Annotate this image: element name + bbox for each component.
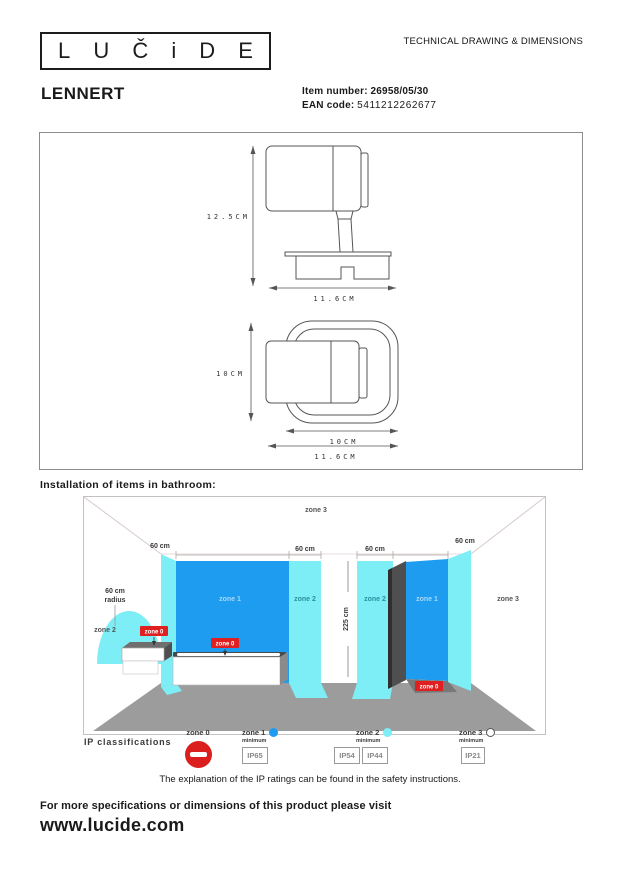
item-number-label: Item number: — [302, 86, 368, 97]
ip-rating-box: IP54 — [334, 747, 360, 764]
ip-zone3-group: zone 3 minimum IP21 — [459, 728, 496, 764]
60cm-brackets — [175, 551, 449, 559]
ip-zone2-minimum: minimum — [356, 738, 381, 744]
no-entry-icon — [184, 741, 212, 768]
product-identifiers: Item number: 26958/05/30 EAN code: 54112… — [302, 85, 437, 113]
radius-label-line2: radius — [104, 597, 125, 604]
logo-letter: E — [238, 38, 253, 63]
lamp-stem — [337, 218, 354, 253]
height-dim-label: 225 cm — [343, 607, 350, 631]
technical-drawing-svg: 12.5CM 11.6CM 10CM 10CM 11.6CM — [207, 145, 399, 461]
shower-zone2-label: zone 2 — [364, 596, 386, 603]
60cm-label-right: 60 cm — [455, 538, 475, 545]
dim-inner-width-top: 10CM — [330, 438, 359, 446]
ean-label: EAN code: — [302, 100, 355, 111]
ip-zone1-minimum: minimum — [242, 738, 267, 744]
ip-classifications-label: IP classifications — [84, 737, 172, 747]
mount-plate — [284, 251, 392, 257]
dim-height-side: 12.5CM — [207, 213, 250, 221]
item-number-value: 26958/05/30 — [370, 86, 429, 97]
bathroom-zones-svg: 225 cm — [83, 496, 546, 731]
mount-base — [295, 256, 390, 280]
ip-zone3-name: zone 3 — [459, 728, 483, 737]
spotlight-side-view — [265, 145, 392, 280]
top-view-dimensions: 10CM 10CM 11.6CM — [216, 323, 398, 461]
side-view-dimensions: 12.5CM 11.6CM — [207, 146, 396, 303]
bathroom-zones-figure: 225 cm — [83, 496, 546, 735]
right-zone3-label: zone 3 — [497, 596, 519, 603]
dim-width-side: 11.6CM — [313, 295, 356, 303]
ceiling-zone3-label: zone 3 — [305, 507, 327, 514]
ip-zone0-group: zone 0 — [180, 728, 216, 768]
ip-rating-box: IP44 — [362, 747, 388, 764]
footer-text: For more specifications or dimensions of… — [40, 800, 392, 812]
bathroom-section-title: Installation of items in bathroom: — [40, 479, 216, 491]
bathtub-zone1-label: zone 1 — [219, 596, 241, 603]
shower-zone1-label: zone 1 — [416, 596, 438, 603]
height-dimension: 225 cm — [343, 561, 350, 677]
shower-zone2-strip — [352, 561, 393, 699]
product-name: LENNERT — [41, 84, 125, 103]
zone-labels: zone 3 60 cm 60 cm 60 cm 60 cm zone 1 zo… — [150, 507, 519, 603]
zone0-badges: zone 0 zone 0 zone 0 — [140, 626, 443, 691]
washbasin-zone2-label: zone 2 — [94, 627, 116, 634]
floor — [93, 683, 536, 731]
zone1-dot-icon — [269, 728, 279, 737]
ean-value: 5411212262677 — [357, 100, 437, 111]
ip-rating-box: IP65 — [242, 747, 268, 764]
ip-zone3-minimum: minimum — [459, 738, 484, 744]
60cm-label-shower: 60 cm — [365, 546, 385, 553]
right-zone2-strip — [448, 550, 471, 691]
bathtub — [172, 652, 288, 686]
ip-note: The explanation of the IP ratings can be… — [159, 774, 461, 785]
ip-zone2-group: zone 2 minimum IP54 IP44 — [334, 728, 393, 764]
lamp-back-tab-top — [358, 347, 368, 399]
bathtub-zone0-badge: zone 0 — [216, 642, 235, 648]
lamp-head-top — [265, 340, 360, 404]
shower-door — [388, 561, 406, 689]
document-type-title: TECHNICAL DRAWING & DIMENSIONS — [403, 36, 583, 47]
washbasin — [121, 642, 172, 675]
dim-outer-width-top: 11.6CM — [314, 453, 357, 461]
ip-zone2-name: zone 2 — [356, 728, 380, 737]
washbasin-zone0-badge: zone 0 — [145, 630, 164, 636]
shower-zone0-badge: zone 0 — [420, 685, 439, 691]
logo-letter: i — [171, 38, 177, 63]
radius-annotation: 60 cm radius zone 2 — [94, 588, 126, 634]
dim-depth-top: 10CM — [216, 370, 245, 378]
technical-drawing-panel: 12.5CM 11.6CM 10CM 10CM 11.6CM — [39, 132, 583, 470]
60cm-label-bathtub: 60 cm — [295, 546, 315, 553]
website-url: www.lucide.com — [40, 815, 185, 835]
ip-zone1-name: zone 1 — [242, 728, 266, 737]
radius-label-line1: 60 cm — [105, 588, 125, 595]
shower-zone1-wall — [406, 559, 448, 681]
perspective-lines — [83, 496, 546, 555]
ean-row: EAN code: 5411212262677 — [302, 99, 437, 113]
spotlight-top-view — [265, 320, 399, 424]
logo-letter: D — [199, 38, 216, 63]
ip-zone1-group: zone 1 minimum IP65 — [242, 728, 279, 764]
zone2-dot-icon — [383, 728, 393, 737]
lamp-back-tab — [360, 152, 369, 208]
zone3-dot-icon — [486, 728, 496, 737]
lamp-head-outline — [265, 145, 362, 212]
bathtub-zone2-label: zone 2 — [294, 596, 316, 603]
bathtub-zone2-strip — [289, 561, 328, 698]
logo-letter: U — [93, 38, 110, 63]
item-number-row: Item number: 26958/05/30 — [302, 85, 437, 99]
60cm-label-left: 60 cm — [150, 543, 170, 550]
lamp-joint — [335, 210, 354, 220]
logo-letter: Č — [132, 38, 149, 63]
lucide-logo: L U Č i D E — [40, 32, 271, 70]
ip-rating-box: IP21 — [461, 747, 485, 764]
logo-letter: L — [58, 38, 71, 63]
ip-zone0-name: zone 0 — [186, 728, 210, 737]
